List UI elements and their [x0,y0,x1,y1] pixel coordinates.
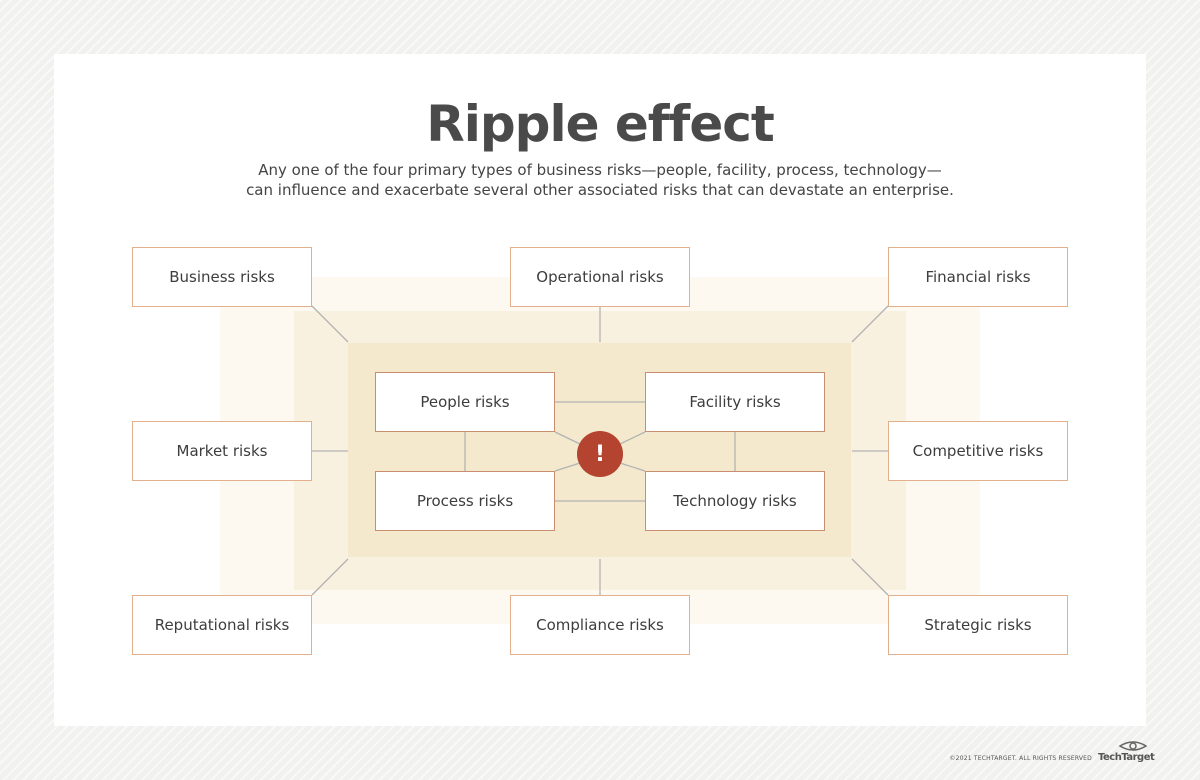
strategic-risks-box: Strategic risks [888,595,1068,655]
connector-business [311,305,349,343]
connector-people-center [554,431,581,445]
connector-technology-center [619,462,646,472]
compliance-risks-box: Compliance risks [510,595,690,655]
copyright-footer: ©2021 TECHTARGET. ALL RIGHTS RESERVED [949,755,1092,762]
page-title: Ripple effect [426,95,775,153]
technology-risks-box: Technology risks [645,471,825,531]
business-risks-box: Business risks [132,247,312,307]
operational-risks-box: Operational risks [510,247,690,307]
brand-logo-text: TechTarget [1098,752,1155,763]
alert-icon: ! [577,431,623,477]
connector-facility-center [619,431,646,445]
subtitle-line-1: Any one of the four primary types of bus… [258,161,942,179]
facility-risks-box: Facility risks [645,372,825,432]
connector-reputational [311,558,349,596]
process-risks-box: Process risks [375,471,555,531]
market-risks-box: Market risks [132,421,312,481]
connector-process-center [554,462,581,472]
people-risks-box: People risks [375,372,555,432]
subtitle-line-2: can influence and exacerbate several oth… [246,181,954,199]
reputational-risks-box: Reputational risks [132,595,312,655]
connector-strategic [851,558,889,596]
techtarget-eye-icon [1118,741,1148,751]
competitive-risks-box: Competitive risks [888,421,1068,481]
financial-risks-box: Financial risks [888,247,1068,307]
connector-financial [851,305,889,343]
